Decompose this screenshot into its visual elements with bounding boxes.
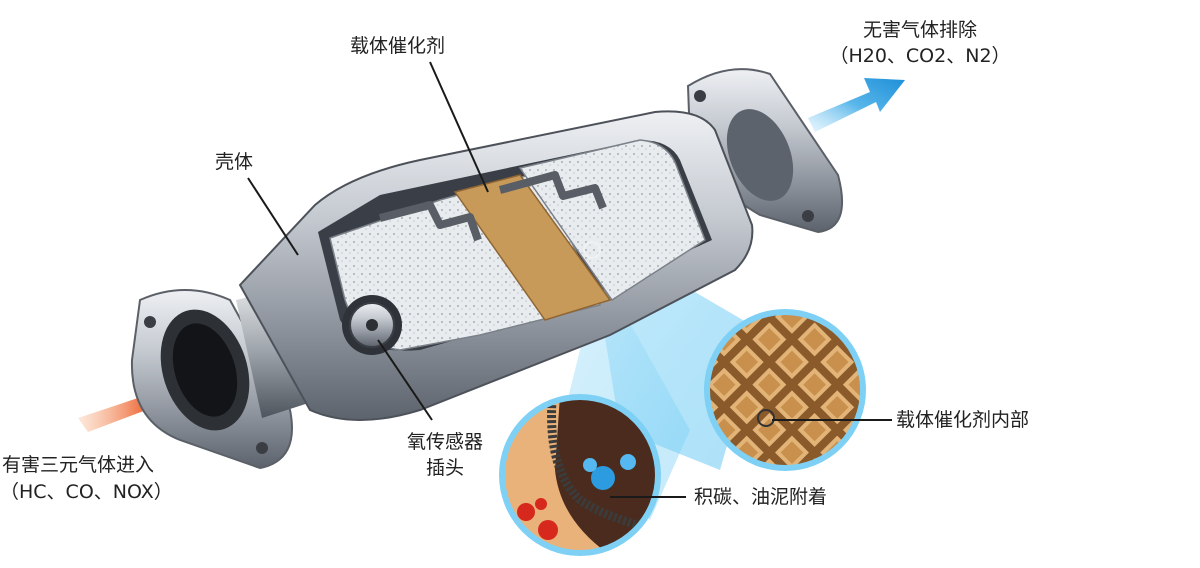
substrate-label: 载体催化剂 xyxy=(350,35,446,57)
honeycomb-detail-circle xyxy=(704,309,866,471)
leader-shell xyxy=(247,177,299,256)
inlet-flange xyxy=(130,289,293,470)
outlet-gases-label: （H20、CO2、N2） xyxy=(829,45,1011,67)
leader-lines xyxy=(247,61,892,498)
o2-sensor-label-line2: 插头 xyxy=(425,457,464,479)
inlet-title-label: 有害三元气体进入 xyxy=(2,454,155,476)
leader-substrate xyxy=(429,61,489,193)
leader-o2-sensor xyxy=(377,339,433,421)
shell-label: 壳体 xyxy=(215,151,254,173)
carbon-deposit-label: 积碳、油泥附着 xyxy=(694,486,828,508)
outlet-title-label: 无害气体排除 xyxy=(862,19,977,41)
o2-sensor-label-line1: 氧传感器 xyxy=(406,431,483,453)
shell-body xyxy=(238,110,754,421)
substrate-inside-label: 载体催化剂内部 xyxy=(896,409,1030,431)
deposit-detail-circle xyxy=(499,394,661,556)
outlet-arrow xyxy=(808,78,905,132)
inlet-gases-label: （HC、CO、NOX） xyxy=(0,481,173,503)
